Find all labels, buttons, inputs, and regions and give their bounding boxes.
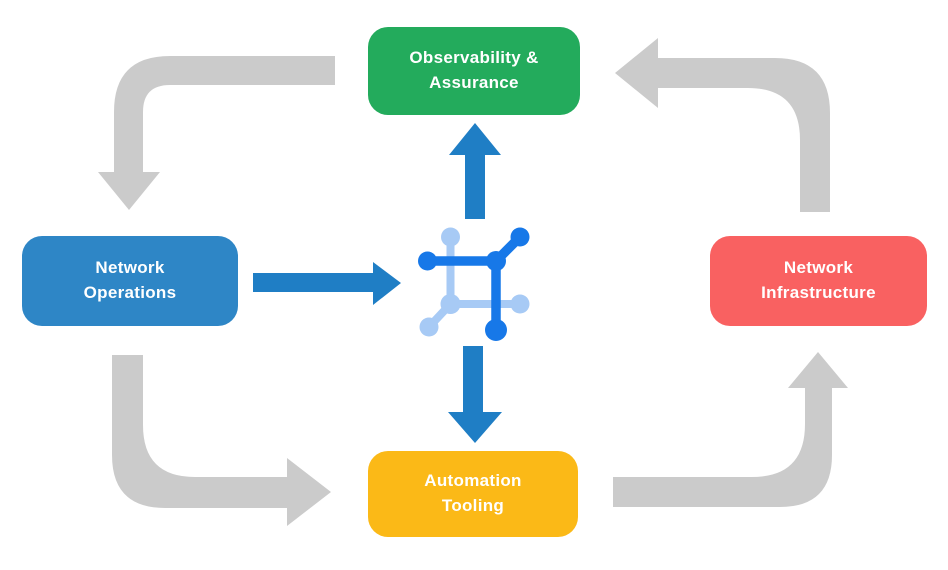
icon-node-top [441,227,460,247]
node-network-infrastructure: Network Infrastructure [710,236,927,326]
arrow-hub-to-automation [448,346,502,443]
node-network-operations: Network Operations [22,236,238,326]
node-operations-label-line2: Operations [83,283,177,302]
node-observability-label-line2: Assurance [429,73,519,92]
node-automation-label-line1: Automation [424,471,522,491]
arrow-observability-to-operations [98,56,335,210]
icon-node-corner-bottomleft [440,294,461,314]
arrow-hub-to-observability [449,123,501,219]
arrow-operations-to-automation [112,355,331,526]
node-infrastructure-label-line1: Network [783,258,854,278]
icon-node-left [418,251,437,271]
arrow-infrastructure-to-observability [615,38,830,212]
icon-node-right [510,294,530,314]
icon-node-corner-topright [486,251,506,271]
arrow-automation-to-infrastructure [613,352,848,507]
icon-node-topright [510,227,530,247]
icon-light-nodes [419,227,530,337]
node-infrastructure-label-line2: Infrastructure [761,283,876,302]
network-automation-icon [418,227,530,341]
icon-node-bottomleft [419,317,439,337]
icon-node-bottom [485,319,507,341]
node-observability-label-line1: Observability & [409,48,539,68]
icon-dark-nodes [418,227,530,341]
node-observability-assurance: Observability & Assurance [368,27,580,115]
node-operations-label-line1: Network [95,258,165,278]
node-automation-tooling: Automation Tooling [368,451,578,537]
node-automation-label-line2: Tooling [441,496,505,515]
arrow-operations-to-hub [253,262,401,305]
